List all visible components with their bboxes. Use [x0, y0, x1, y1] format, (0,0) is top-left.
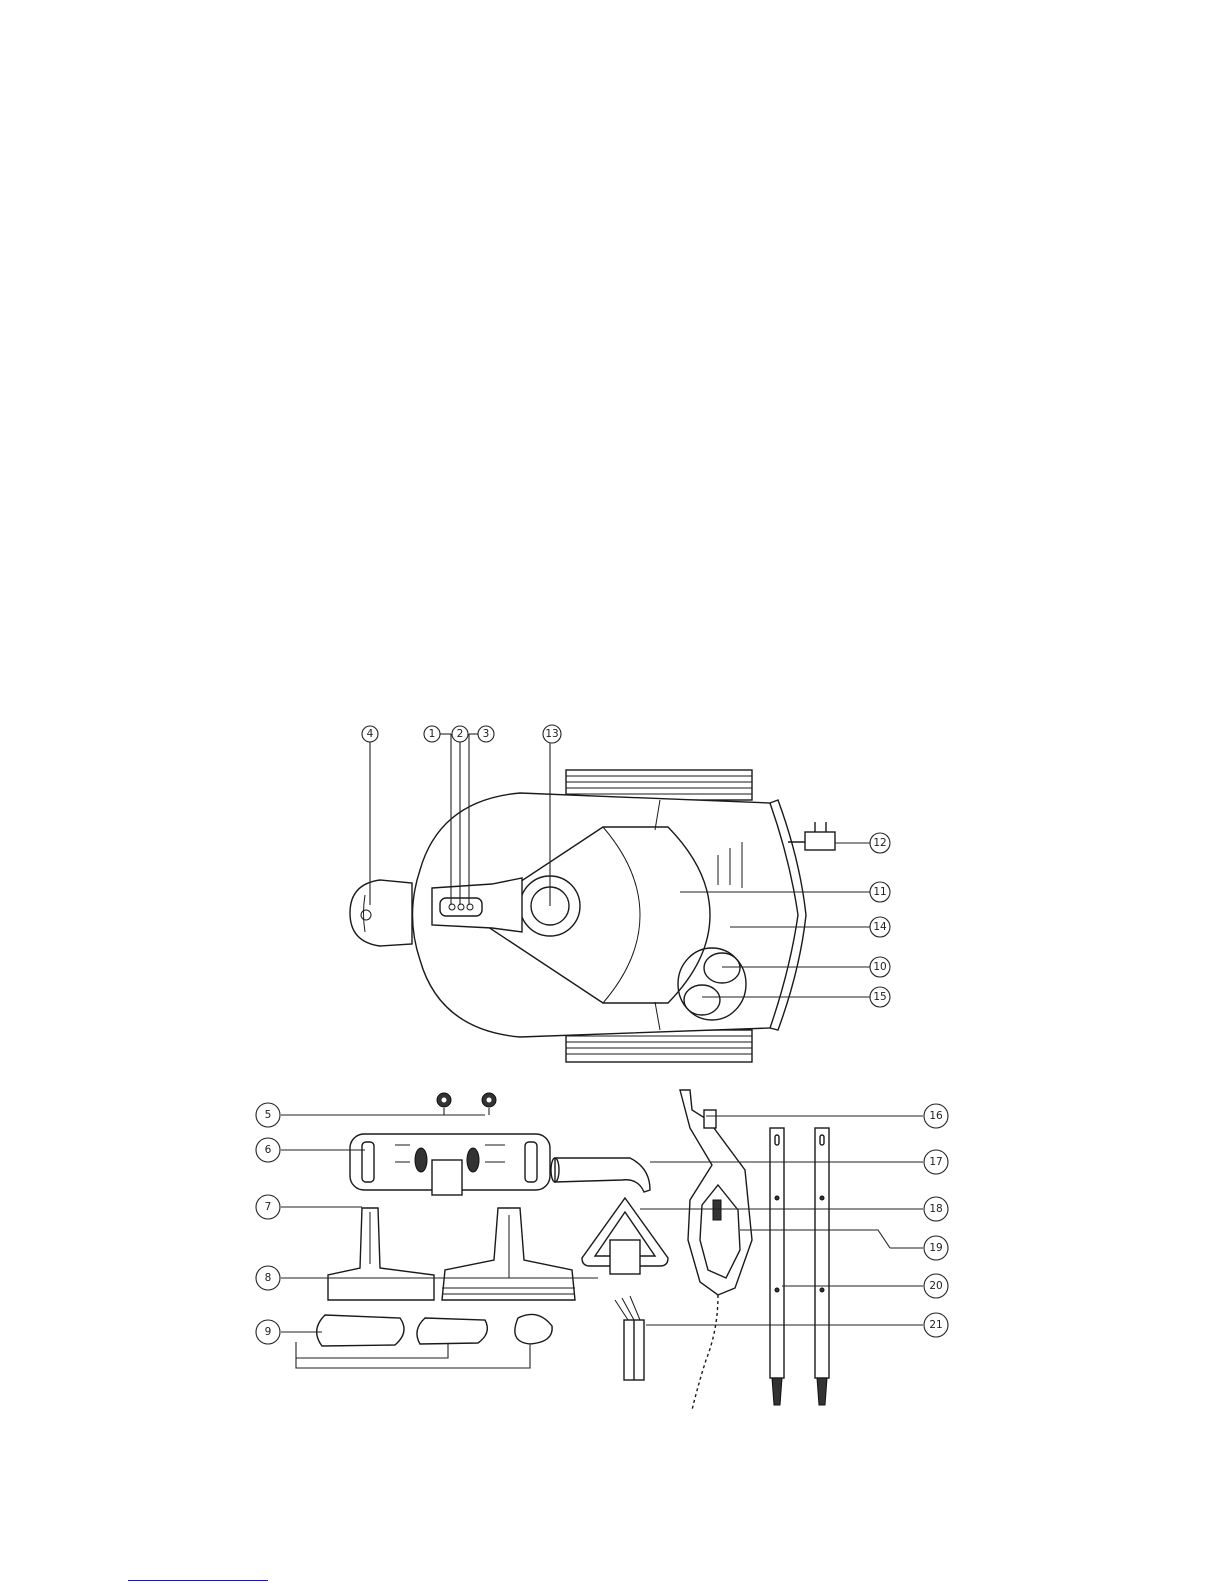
- callout-5-label: 5: [265, 1109, 272, 1121]
- callout-17: 17: [924, 1150, 948, 1174]
- callout-3-label: 3: [483, 728, 490, 740]
- callout-3: 3: [478, 726, 494, 742]
- callout-20: 20: [924, 1274, 948, 1298]
- callout-9-label: 9: [265, 1326, 272, 1338]
- callout-5: 5: [256, 1103, 280, 1127]
- callout-6: 6: [256, 1138, 280, 1162]
- window-tool-small: [328, 1208, 434, 1300]
- callout-19-label: 19: [929, 1242, 942, 1254]
- carry-handle: [350, 880, 412, 946]
- callout-16: 16: [924, 1104, 948, 1128]
- callout-9: 9: [256, 1320, 280, 1344]
- power-plug: [788, 822, 835, 850]
- extension-tubes: [770, 1128, 829, 1405]
- window-tool-large: [442, 1208, 575, 1300]
- callout-12: 12: [870, 833, 890, 853]
- callout-13-label: 13: [545, 728, 558, 740]
- callout-12-label: 12: [873, 837, 886, 849]
- callout-11-label: 11: [873, 886, 886, 898]
- angled-nozzle: [555, 1158, 650, 1192]
- callout-8-label: 8: [265, 1272, 272, 1284]
- callout-10: 10: [870, 957, 890, 977]
- footer-rule: [128, 1580, 268, 1581]
- fastener-nuts: [437, 1093, 496, 1107]
- callout-17-label: 17: [929, 1156, 942, 1168]
- callout-6-label: 6: [265, 1144, 272, 1156]
- callout-18: 18: [924, 1197, 948, 1221]
- callout-11: 11: [870, 882, 890, 902]
- callout-15: 15: [870, 987, 890, 1007]
- callout-19: 19: [924, 1236, 948, 1260]
- steam-gun: [680, 1090, 752, 1295]
- callout-2-label: 2: [457, 728, 464, 740]
- callout-10-label: 10: [873, 961, 886, 973]
- callout-21-label: 21: [929, 1319, 942, 1331]
- cleaning-cloths: [317, 1314, 552, 1346]
- callout-8: 8: [256, 1266, 280, 1290]
- floor-brush-head: [350, 1134, 550, 1195]
- callout-20-label: 20: [929, 1280, 942, 1292]
- callout-16-label: 16: [929, 1110, 943, 1122]
- steam-hose: [692, 1295, 718, 1410]
- callout-2: 2: [452, 726, 468, 742]
- callout-14: 14: [870, 917, 890, 937]
- callout-14-label: 14: [873, 921, 887, 933]
- callout-7-label: 7: [265, 1201, 272, 1213]
- callout-21: 21: [924, 1313, 948, 1337]
- callout-1: 1: [424, 726, 440, 742]
- main-unit: [350, 770, 835, 1062]
- callout-18-label: 18: [929, 1203, 942, 1215]
- callout-13: 13: [543, 725, 561, 743]
- round-brush: [615, 1296, 644, 1380]
- callout-4-label: 4: [367, 728, 374, 740]
- callout-1-label: 1: [429, 728, 436, 740]
- callout-7: 7: [256, 1195, 280, 1219]
- callout-4: 4: [362, 726, 378, 742]
- callout-15-label: 15: [873, 991, 886, 1003]
